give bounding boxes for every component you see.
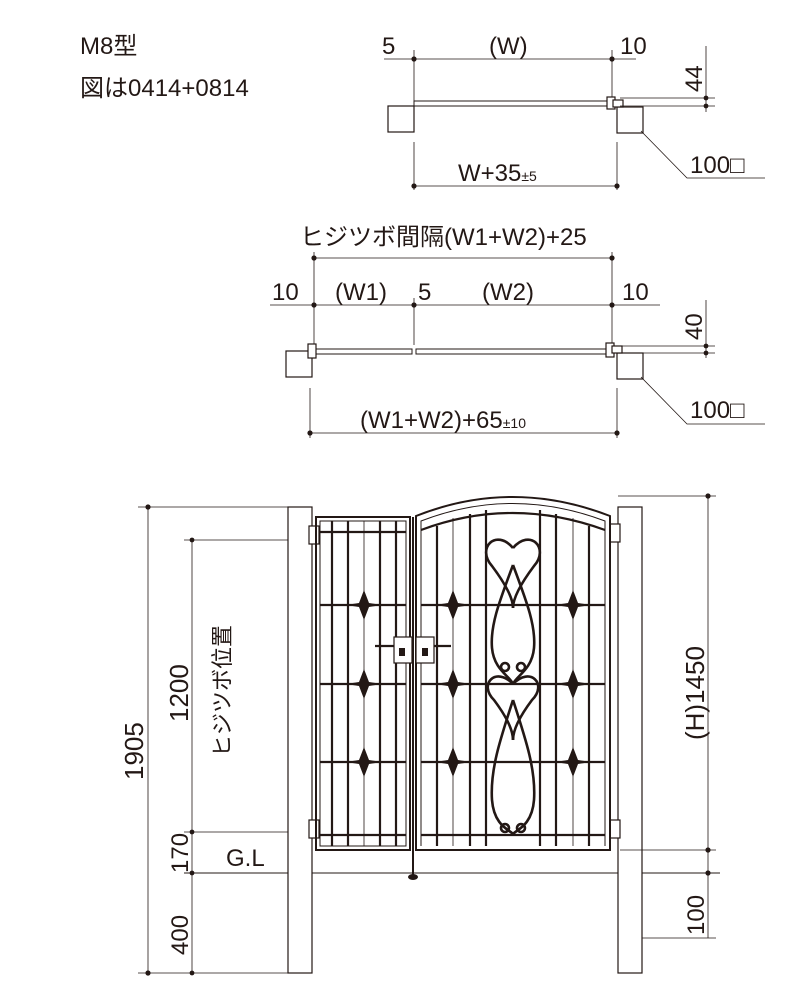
total-width-label: (W1+W2)+65±10 — [360, 407, 526, 434]
ornament-star — [555, 747, 591, 777]
dim-dot — [145, 504, 151, 510]
scroll-curve — [490, 564, 515, 685]
drop-rod-foot — [408, 874, 418, 880]
scroll-ornament — [484, 538, 542, 835]
depth-label: 40 — [681, 313, 708, 340]
right-gap-label: 10 — [620, 33, 647, 60]
hinge-lower-left — [308, 819, 320, 839]
dim-dot — [411, 302, 417, 308]
hinge-upper-left — [308, 525, 320, 545]
dim-dot — [703, 95, 709, 101]
center-gap-label: 5 — [418, 279, 431, 306]
scroll-curve — [490, 699, 515, 835]
dim-dot — [609, 302, 615, 308]
scroll-curve — [511, 675, 540, 741]
embed-depth-label: 400 — [167, 915, 194, 955]
total-width-label: W+35±5 — [458, 160, 537, 187]
right-gate-leaf — [415, 496, 611, 851]
keyhole-icon — [422, 648, 428, 656]
left-leaf-frame — [315, 516, 411, 851]
scroll-curve — [511, 699, 536, 835]
right-post — [616, 352, 644, 380]
dim-dot — [703, 350, 709, 356]
ground-label: G.L — [226, 845, 265, 872]
scroll-curl — [515, 661, 527, 673]
left-post — [287, 506, 313, 974]
model-label: M8型 — [80, 33, 137, 60]
arch-rail — [420, 511, 606, 532]
depth-label: 44 — [681, 65, 708, 92]
ornament-star — [435, 590, 471, 620]
ornament-star — [346, 669, 382, 699]
w2-label: (W2) — [482, 279, 534, 306]
dim-dot — [411, 56, 417, 62]
dim-dot — [145, 970, 151, 976]
scroll-curve — [484, 538, 515, 609]
dim-dot — [311, 302, 317, 308]
ornament-star — [555, 669, 591, 699]
hinge-distance-label: 1200 — [164, 664, 194, 722]
dim-dot — [703, 343, 709, 349]
lower-hinge-offset-label: 170 — [167, 833, 194, 873]
scroll-curve — [511, 538, 542, 609]
ornament-star — [346, 590, 382, 620]
single-gate-plan: 5 (W) 10 44 100□ W+35±5 — [382, 33, 765, 190]
post-size-label: 100□ — [690, 152, 745, 179]
ornament-star — [435, 669, 471, 699]
width-label: (W) — [489, 33, 528, 60]
hinge — [307, 343, 317, 359]
latch-handle — [375, 636, 451, 664]
left-gate-leaf — [315, 516, 411, 851]
scroll-curl — [499, 661, 511, 673]
post-leader — [640, 376, 765, 425]
left-gap-label: 5 — [382, 33, 395, 60]
right-leaf-frame — [415, 496, 611, 851]
right-leaf-inner — [420, 503, 606, 846]
scroll-curve — [511, 564, 536, 685]
gate-bar-right — [415, 348, 611, 355]
hinge — [612, 99, 624, 108]
post-leader — [640, 130, 765, 179]
dim-dot — [609, 56, 615, 62]
dim-dot — [189, 537, 195, 543]
right-post — [616, 106, 644, 134]
gate-bar — [413, 100, 611, 107]
dim-dot — [705, 493, 711, 499]
w1-label: (W1) — [335, 279, 387, 306]
ornament-star — [435, 747, 471, 777]
figure-note: 図は0414+0814 — [80, 75, 249, 102]
ornament-star — [346, 747, 382, 777]
right-post — [617, 506, 643, 974]
scroll-curve — [486, 675, 515, 741]
dim-dot — [705, 870, 711, 876]
hinge-lower-right — [609, 819, 621, 839]
post-height-label: 1905 — [119, 722, 149, 780]
left-gap-label: 10 — [272, 279, 299, 306]
right-gap-label: 10 — [622, 279, 649, 306]
elevation-view: 1905 1200 ヒジツボ位置 170 400 G.L — [119, 493, 720, 976]
dim-dot — [705, 847, 711, 853]
dim-dot — [307, 430, 313, 436]
left-post — [387, 105, 415, 133]
gate-height-label: (H)1450 — [680, 646, 710, 740]
dim-dot — [703, 103, 709, 109]
hinge — [611, 345, 623, 354]
hinge-spacing-label: ヒジツボ間隔(W1+W2)+25 — [300, 224, 587, 251]
double-gate-plan: ヒジツボ間隔(W1+W2)+25 10 (W1) 5 (W2) 10 40 — [270, 224, 765, 438]
keyhole-icon — [399, 648, 405, 656]
dim-dot — [614, 183, 620, 189]
scroll-curl — [499, 822, 511, 834]
hinge-position-label: ヒジツボ位置 — [210, 625, 235, 757]
dim-dot — [189, 829, 195, 835]
post-size-label: 100□ — [690, 397, 745, 424]
gate-bar-left — [311, 348, 413, 355]
dim-dot — [411, 183, 417, 189]
ground-clearance-label: 100 — [683, 895, 710, 935]
scroll-curl — [515, 822, 527, 834]
dim-dot — [189, 970, 195, 976]
hinge-upper-right — [609, 523, 621, 543]
dim-dot — [614, 430, 620, 436]
ornament-star — [555, 590, 591, 620]
